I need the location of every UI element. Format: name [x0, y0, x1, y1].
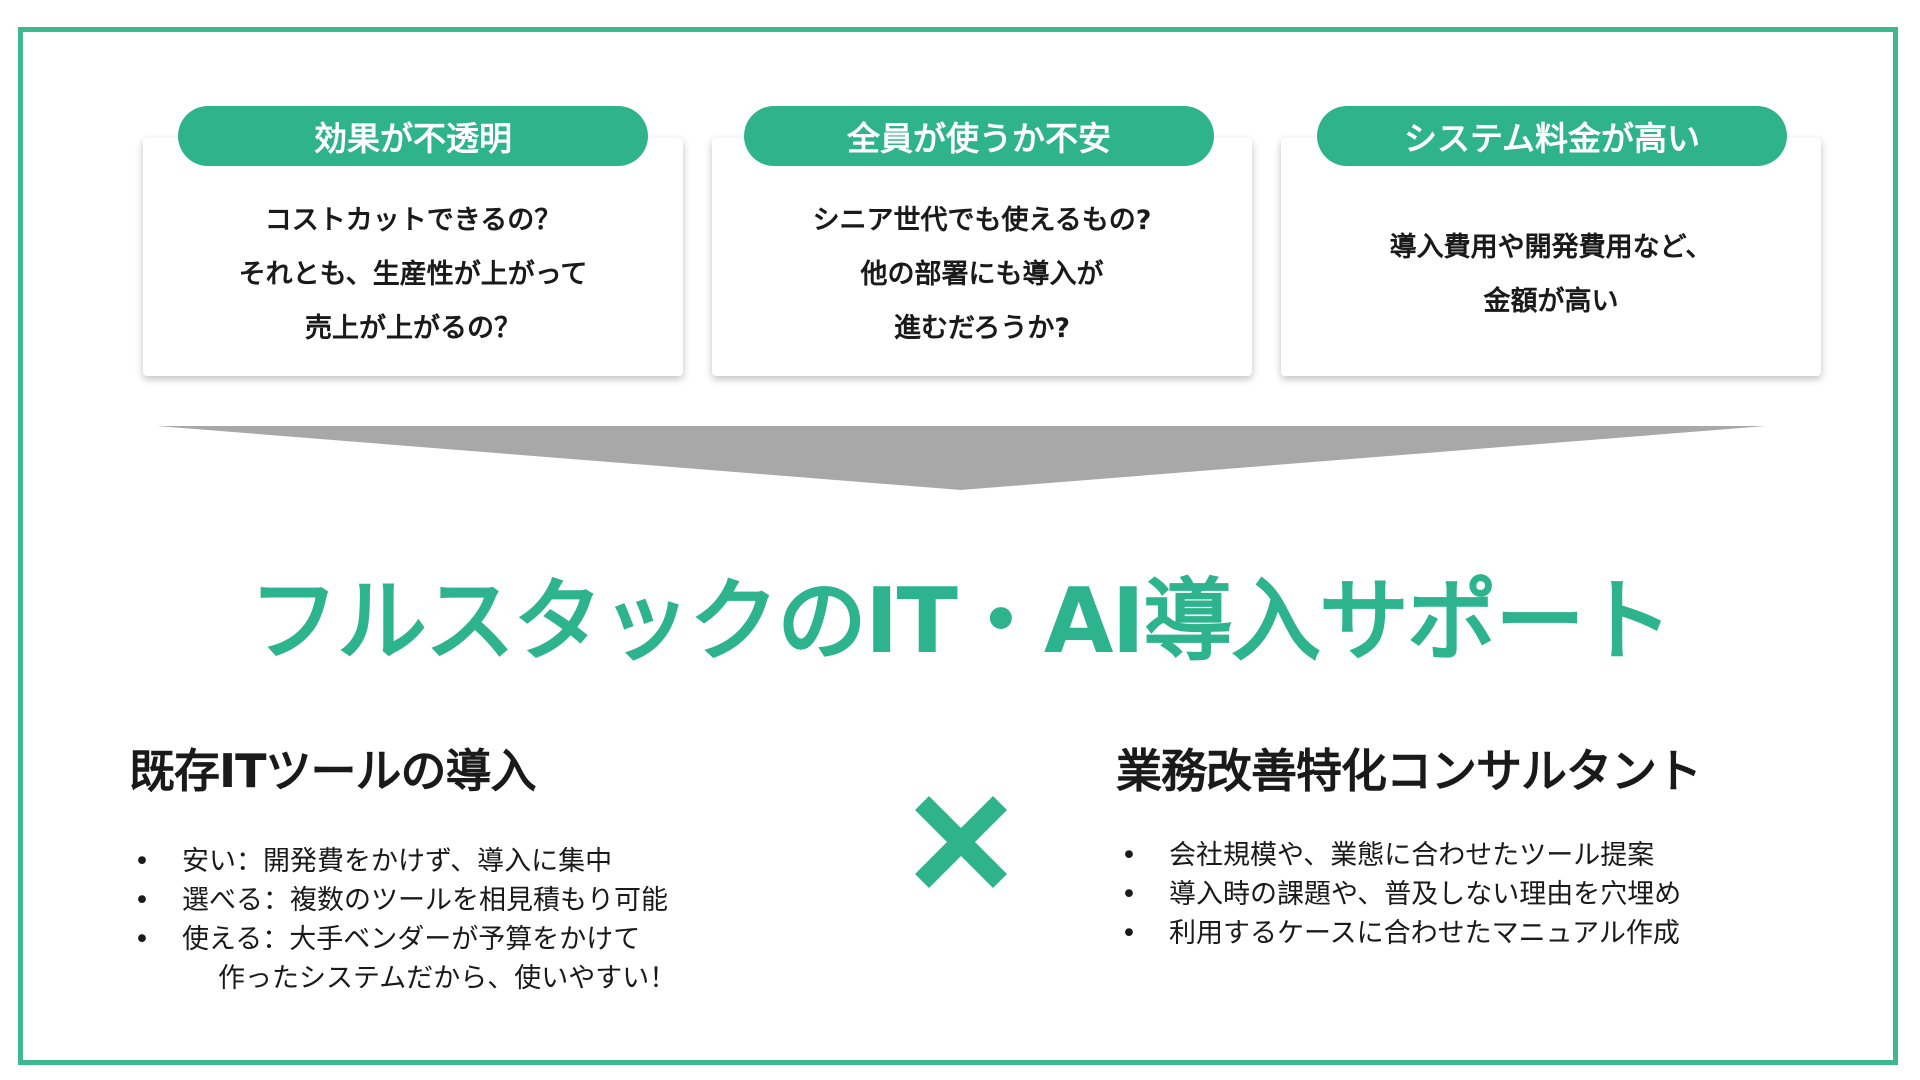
- list-item: 使える：大手ベンダーが予算をかけて: [134, 920, 676, 959]
- right-heading: 業務改善特化コンサルタント: [1116, 744, 1702, 798]
- list-item: 導入時の課題や、普及しない理由を穴埋め: [1121, 875, 1681, 914]
- card-line: 金額が高い: [1483, 286, 1619, 317]
- main-title: フルスタックのIT・AI導入サポート: [248, 569, 1673, 674]
- frame-border: [18, 27, 1898, 1065]
- card-line: 売上が上がるの？: [305, 313, 521, 344]
- card-line: 導入費用や開発費用など、: [1389, 232, 1713, 263]
- concern-label-2: 全員が使うか不安: [744, 106, 1214, 166]
- concern-card-2: シニア世代でも使えるもの? 他の部署にも導入が 進むだろうか?: [712, 138, 1252, 376]
- concern-label-1: 効果が不透明: [178, 106, 648, 166]
- list-item: 利用するケースに合わせたマニュアル作成: [1121, 914, 1681, 953]
- list-item: 安い：開発費をかけず、導入に集中: [134, 842, 676, 881]
- concern-card-1: コストカットできるの？ それとも、生産性が上がって 売上が上がるの？: [143, 138, 683, 376]
- card-line: シニア世代でも使えるもの?: [812, 205, 1152, 236]
- left-bullet-list: 安い：開発費をかけず、導入に集中 選べる：複数のツールを相見積もり可能 使える：…: [134, 842, 676, 998]
- down-arrow-icon: [157, 426, 1766, 490]
- concern-card-3: 導入費用や開発費用など、 金額が高い: [1281, 138, 1821, 376]
- list-item: 選べる：複数のツールを相見積もり可能: [134, 881, 676, 920]
- card-line: 他の部署にも導入が: [860, 259, 1104, 290]
- right-bullet-list: 会社規模や、業態に合わせたツール提案 導入時の課題や、普及しない理由を穴埋め 利…: [1121, 836, 1681, 953]
- card-line: 進むだろうか?: [893, 313, 1071, 344]
- card-line: コストカットできるの？: [264, 205, 562, 236]
- list-item: 会社規模や、業態に合わせたツール提案: [1121, 836, 1681, 875]
- list-item-continuation: 作ったシステムだから、使いやすい！: [218, 963, 677, 994]
- card-line: それとも、生産性が上がって: [238, 259, 588, 290]
- cross-icon: [915, 796, 1007, 888]
- left-heading: 既存ITツールの導入: [129, 744, 536, 798]
- concern-label-3: システム料金が高い: [1317, 106, 1787, 166]
